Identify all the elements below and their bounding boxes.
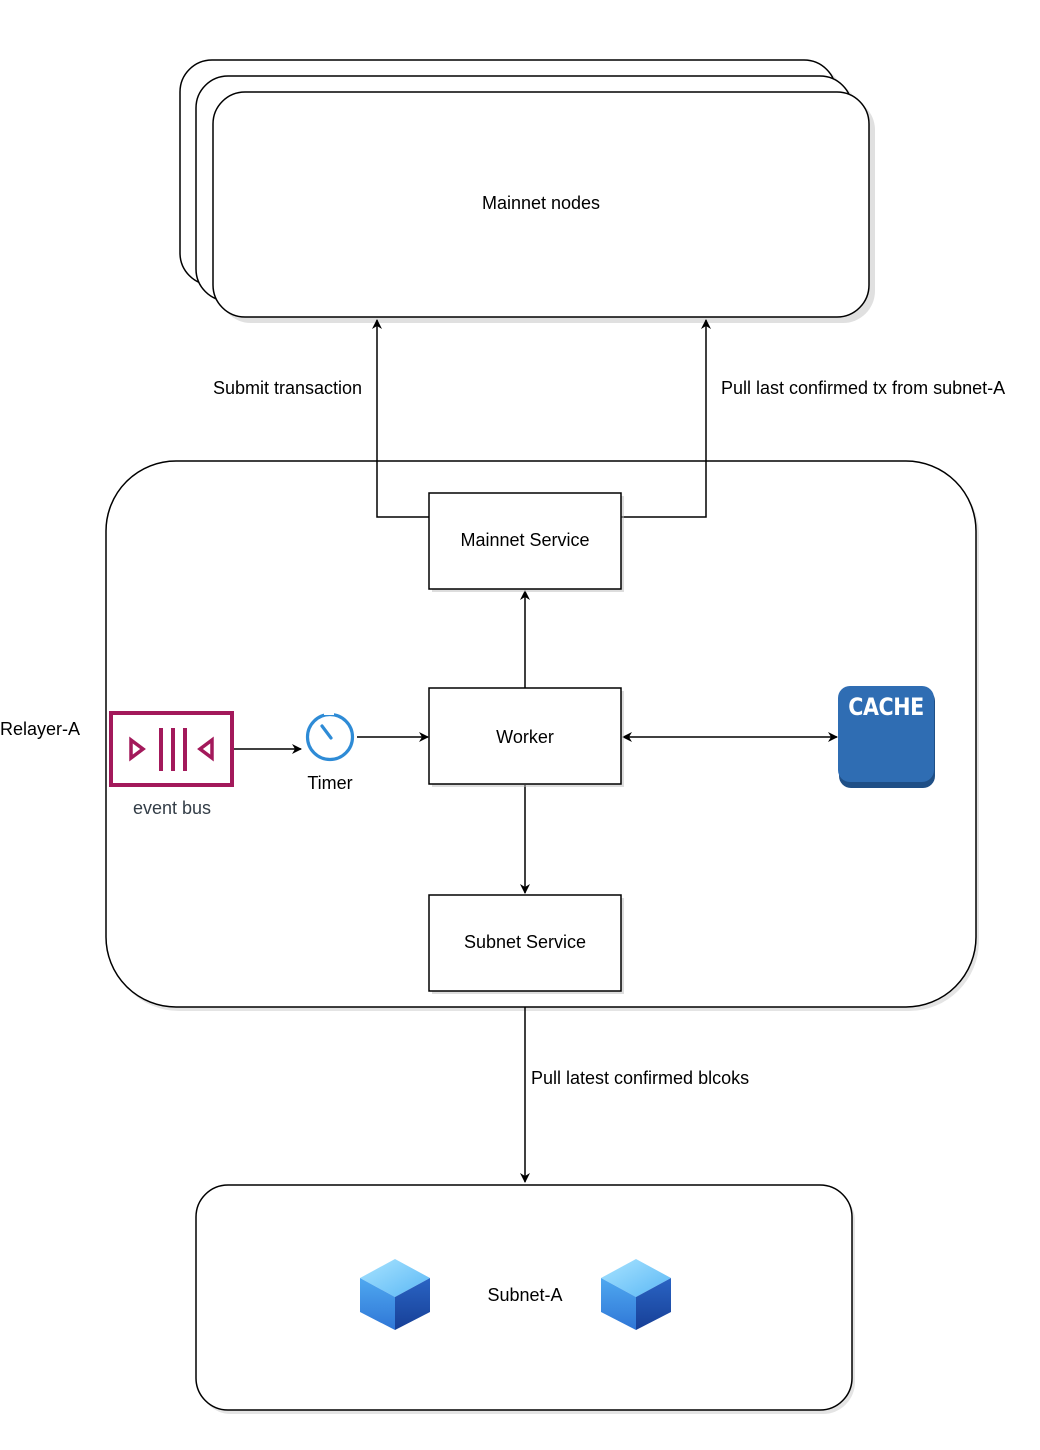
- worker-box: [428, 687, 624, 787]
- pull-last-confirmed-label: Pull last confirmed tx from subnet-A: [721, 378, 1006, 398]
- timer-label: Timer: [307, 773, 353, 793]
- mainnet-nodes-label: Mainnet nodes: [481, 193, 601, 213]
- event-bus-label: event bus: [132, 798, 212, 818]
- event-bus-icon: [109, 711, 234, 787]
- subnet-label: Subnet-A: [487, 1285, 563, 1305]
- mainnet-nodes-stack: [179, 59, 875, 323]
- worker-label: Worker: [496, 727, 554, 747]
- pull-latest-blocks-label: Pull latest confirmed blcoks: [531, 1068, 750, 1088]
- subnet-service-label: Subnet Service: [463, 932, 587, 952]
- timer-icon: [305, 711, 355, 762]
- subnet-container: [195, 1184, 855, 1414]
- cache-label: CACHE: [848, 693, 924, 721]
- pull-last-confirmed-edge: [621, 319, 711, 518]
- cube-icon-left: [360, 1259, 430, 1330]
- cache-icon: [838, 686, 935, 788]
- cube-icon-right: [601, 1259, 671, 1330]
- mainnet-service-label: Mainnet Service: [460, 530, 590, 550]
- relayer-label: Relayer-A: [0, 719, 81, 739]
- mainnet-service-box: [428, 492, 624, 592]
- subnet-service-box: [428, 894, 624, 994]
- submit-transaction-label: Submit transaction: [213, 378, 363, 398]
- submit-transaction-edge: [372, 319, 429, 518]
